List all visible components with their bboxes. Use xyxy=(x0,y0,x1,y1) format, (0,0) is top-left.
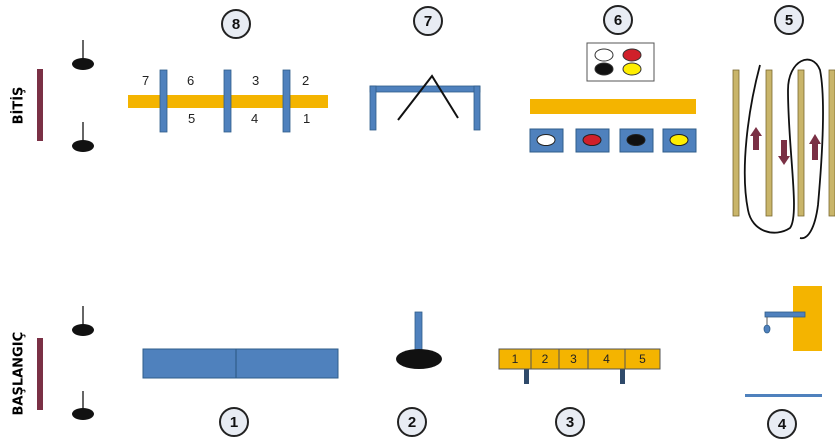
station-8-obstacle xyxy=(128,69,328,133)
station-number-2: 2 xyxy=(397,407,427,437)
station-6-obstacle xyxy=(529,42,697,153)
finish-cone-bottom xyxy=(72,122,94,152)
finish-line-bar xyxy=(37,69,43,141)
station-8-number-7: 7 xyxy=(142,73,150,88)
station-3-obstacle xyxy=(498,348,661,384)
start-label: BAŞLANGIÇ xyxy=(11,331,27,416)
station-number-5: 5 xyxy=(774,5,804,35)
station-8-number-6: 6 xyxy=(187,73,195,88)
station-3-box-1: 1 xyxy=(511,352,519,366)
station-number-1: 1 xyxy=(219,407,249,437)
station-number-7: 7 xyxy=(413,6,443,36)
station-4-obstacle xyxy=(745,286,822,397)
station-number-4: 4 xyxy=(767,409,797,439)
station-3-box-3: 3 xyxy=(570,352,577,366)
station-7-obstacle xyxy=(369,74,481,131)
station-3-box-5: 5 xyxy=(639,352,646,366)
finish-cone-top xyxy=(72,40,94,70)
station-2-obstacle xyxy=(396,311,442,369)
station-number-6: 6 xyxy=(603,5,633,35)
station-8-number-3: 3 xyxy=(252,73,260,88)
start-line-bar xyxy=(37,338,43,410)
start-cone-bottom xyxy=(72,391,94,420)
station-8-number-4: 4 xyxy=(251,111,259,126)
station-number-3: 3 xyxy=(555,407,585,437)
station-1-obstacle xyxy=(142,348,339,379)
station-number-8: 8 xyxy=(221,9,251,39)
station-8-number-2: 2 xyxy=(302,73,310,88)
station-8-number-5: 5 xyxy=(188,111,196,126)
finish-label: BİTİŞ xyxy=(11,86,27,125)
station-3-box-4: 4 xyxy=(603,352,610,366)
station-8-number-1: 1 xyxy=(303,111,311,126)
station-3-box-2: 2 xyxy=(541,352,549,366)
start-cone-top xyxy=(72,306,94,336)
station-5-obstacle xyxy=(732,58,835,239)
